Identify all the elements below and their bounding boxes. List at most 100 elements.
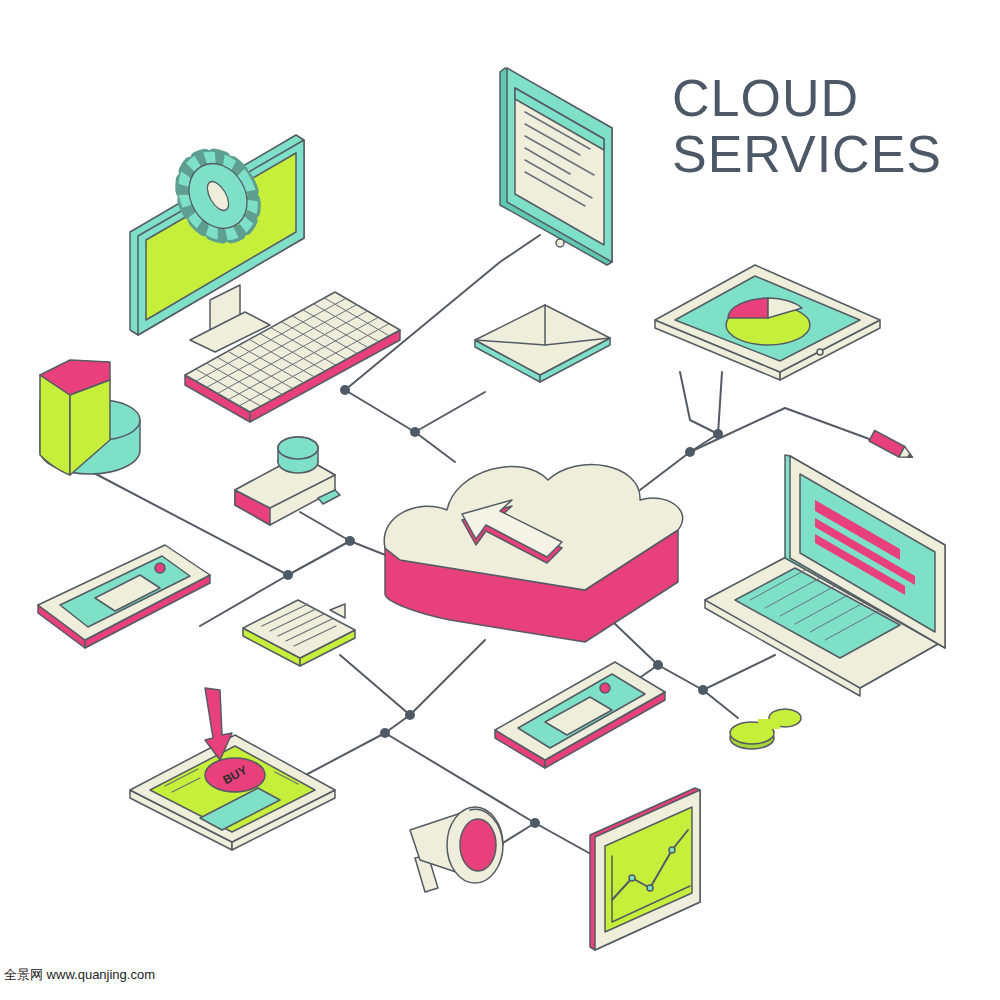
wires-part: [300, 512, 350, 541]
document-window-icon: [500, 68, 612, 265]
document-icon-part: [294, 626, 336, 646]
wires-part: [680, 372, 718, 434]
phone-icon-part: [95, 575, 160, 611]
laptop-icon-part: [750, 570, 880, 640]
keyboard-icon-part: [239, 345, 304, 382]
chart-window-icon-part: [669, 847, 675, 853]
tablet-buy-icon-part: [205, 758, 265, 792]
laptop-icon-part: [815, 500, 915, 595]
junction-dots-part: [340, 385, 350, 395]
laptop-icon-part: [750, 570, 805, 600]
title: CLOUD SERVICES: [672, 70, 972, 182]
laptop-icon-part: [790, 456, 945, 648]
chart-window-icon-part: [612, 856, 690, 922]
tablet-buy-icon-part: [150, 746, 315, 832]
document-window-icon-part: [515, 88, 604, 245]
document-window-icon-part: [500, 68, 612, 265]
keyboard-icon-part: [324, 298, 389, 336]
tablet-buy-icon-part: [275, 772, 298, 784]
chart-window-icon-part: [595, 790, 700, 950]
laptop-icon-part: [765, 578, 820, 608]
junction-dots-part: [410, 427, 420, 437]
tablet-buy-icon-part: [165, 769, 198, 786]
key-icon-part: [758, 719, 780, 729]
cylinder-chart-icon: [40, 360, 140, 475]
keyboard-icon-part: [217, 357, 282, 394]
chart-window-icon-part: [629, 875, 635, 881]
keyboard-icon-part: [303, 310, 368, 348]
pencil-icon-part: [908, 454, 913, 459]
phone-icon-part: [38, 545, 210, 640]
megaphone-icon-part: [460, 819, 496, 871]
megaphone-icon-part: [470, 809, 503, 845]
document-icon-part: [330, 604, 345, 618]
junction-dots-part: [685, 447, 695, 457]
keyboard-icon-part: [249, 339, 314, 376]
chart-window-icon-part: [647, 885, 653, 891]
keyboard-icon-part: [260, 334, 325, 372]
junction-dots-part: [698, 685, 708, 695]
junction-dots-part: [283, 570, 293, 580]
envelope-icon-part: [475, 305, 545, 345]
junction-dots-part: [653, 660, 663, 670]
document-window-icon-part: [525, 160, 592, 198]
laptop-icon: [705, 455, 945, 696]
phone-icon-part: [495, 662, 665, 760]
phone-icon-part: [155, 563, 165, 573]
envelope-icon-part: [545, 338, 610, 345]
tablet-pie-icon-part: [728, 298, 768, 318]
tablet-pie-icon-part: [768, 298, 802, 318]
document-window-icon-part: [525, 136, 594, 175]
keyboard-icon-part: [196, 298, 346, 381]
monitor-icon: [130, 135, 304, 352]
tablet-buy-icon-part: [205, 688, 232, 760]
junction-dots-part: [380, 728, 390, 738]
keyboard-icon-part: [239, 324, 389, 406]
phone-icon-part: [518, 674, 645, 748]
tablet-pie-icon-part: [817, 349, 823, 355]
keyboard-icon: [185, 292, 400, 422]
phone-icon: [495, 662, 665, 768]
tablet-pie-icon: [655, 265, 880, 380]
junction-dots-part: [530, 818, 540, 828]
document-window-icon-part: [556, 239, 564, 247]
tablet-buy-icon-part: [130, 735, 335, 842]
keyboard-icon-part: [206, 363, 271, 400]
phone-icon-part: [600, 683, 610, 693]
document-window-icon-part: [525, 172, 585, 206]
laptop-icon-part: [780, 586, 835, 616]
camera-icon-part: [278, 437, 318, 459]
wires-part: [640, 372, 722, 490]
keyboard-icon-part: [228, 317, 378, 399]
laptop-icon-part: [795, 594, 850, 624]
camera-icon-part: [318, 490, 340, 504]
envelope-icon: [475, 305, 610, 382]
wires-part: [690, 408, 872, 452]
keyboard-icon-part: [292, 316, 357, 354]
monitor-icon-part: [130, 135, 304, 335]
tablet-buy-icon-part: [200, 788, 280, 830]
cloud-icon-part: [462, 500, 562, 557]
chart-window-icon-part: [605, 807, 692, 932]
tablet-pie-icon-part: [655, 265, 880, 372]
camera-icon: [235, 437, 340, 525]
phone-icon: [38, 545, 210, 648]
phone-icon-part: [60, 556, 190, 627]
laptop-icon-part: [800, 474, 935, 632]
wires: [92, 235, 872, 858]
chart-window-icon-part: [612, 830, 688, 900]
pencil-icon: [869, 430, 915, 462]
junction-dots: [283, 385, 723, 828]
watermark: 全景网 www.quanjing.com: [4, 966, 155, 984]
keyboard-icon-part: [228, 351, 293, 388]
junction-dots-part: [405, 710, 415, 720]
junction-dots-part: [713, 429, 723, 439]
keyboard-icon-part: [281, 322, 346, 360]
document-icon-part: [262, 604, 308, 626]
monitor-icon-part: [170, 145, 265, 246]
tablet-buy-icon-part: [172, 778, 200, 792]
pencil-icon-part: [899, 446, 915, 462]
laptop-icon-part: [785, 455, 945, 648]
keyboard-icon-part: [207, 305, 357, 388]
wires-part: [415, 392, 485, 432]
